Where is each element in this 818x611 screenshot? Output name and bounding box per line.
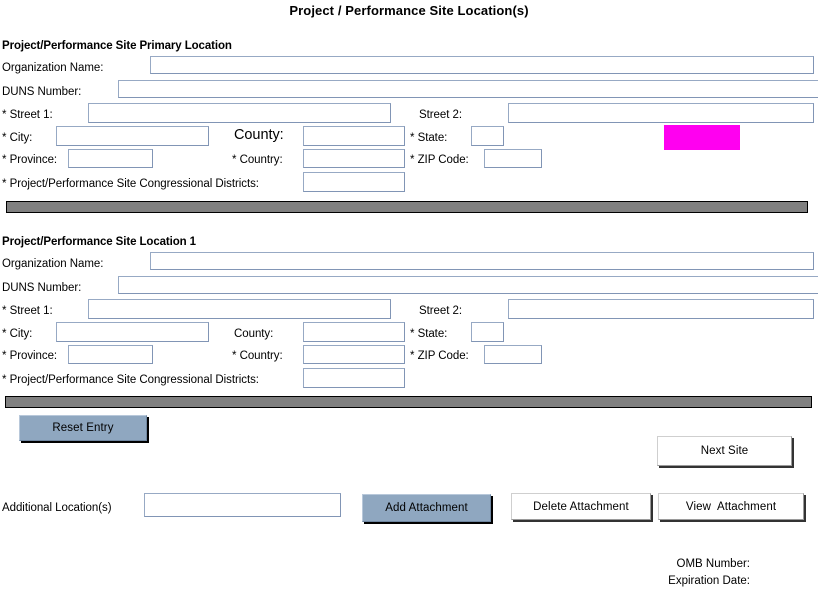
location1-zip-label: * ZIP Code: bbox=[410, 350, 469, 362]
primary-zip-input[interactable] bbox=[484, 149, 542, 168]
location1-state-label: * State: bbox=[410, 328, 448, 340]
location1-street1-input[interactable] bbox=[88, 299, 391, 319]
section-separator-bar-2 bbox=[5, 396, 812, 408]
additional-locations-input[interactable] bbox=[144, 493, 341, 517]
primary-province-input[interactable] bbox=[68, 149, 153, 168]
view-attachment-button[interactable]: View Attachment bbox=[658, 493, 804, 520]
location1-street2-input[interactable] bbox=[508, 299, 814, 319]
location1-city-input[interactable] bbox=[56, 322, 209, 342]
primary-organization-name-label: Organization Name: bbox=[2, 62, 104, 74]
primary-highlight-block bbox=[664, 125, 740, 150]
primary-province-label: * Province: bbox=[2, 154, 58, 166]
location1-state-input[interactable] bbox=[471, 322, 504, 342]
location1-organization-name-input[interactable] bbox=[150, 252, 814, 270]
location1-street1-label: * Street 1: bbox=[2, 305, 53, 317]
primary-country-input[interactable] bbox=[303, 149, 405, 168]
primary-location-heading: Project/Performance Site Primary Locatio… bbox=[2, 40, 232, 52]
primary-duns-number-input[interactable] bbox=[118, 80, 818, 98]
primary-country-label: * Country: bbox=[232, 154, 283, 166]
primary-duns-number-label: DUNS Number: bbox=[2, 86, 82, 98]
location1-organization-name-label: Organization Name: bbox=[2, 258, 104, 270]
primary-street1-input[interactable] bbox=[88, 103, 391, 123]
location1-county-label: County: bbox=[234, 328, 274, 340]
page-title: Project / Performance Site Location(s) bbox=[289, 3, 529, 18]
location1-street2-label: Street 2: bbox=[419, 305, 463, 317]
location1-duns-number-label: DUNS Number: bbox=[2, 282, 82, 294]
primary-congressional-districts-label: * Project/Performance Site Congressional… bbox=[2, 178, 259, 190]
primary-state-label: * State: bbox=[410, 132, 448, 144]
primary-street2-input[interactable] bbox=[508, 103, 814, 123]
primary-street1-label: * Street 1: bbox=[2, 109, 53, 121]
primary-organization-name-input[interactable] bbox=[150, 56, 814, 74]
location1-county-input[interactable] bbox=[303, 322, 405, 342]
next-site-button[interactable]: Next Site bbox=[657, 436, 792, 466]
section-separator-bar-1 bbox=[6, 201, 808, 213]
expiration-date-label: Expiration Date: bbox=[668, 575, 750, 587]
location1-province-label: * Province: bbox=[2, 350, 58, 362]
omb-number-label: OMB Number: bbox=[676, 558, 751, 570]
primary-zip-label: * ZIP Code: bbox=[410, 154, 469, 166]
primary-city-input[interactable] bbox=[56, 126, 209, 146]
location1-duns-number-input[interactable] bbox=[118, 276, 818, 294]
primary-county-input[interactable] bbox=[303, 126, 405, 146]
reset-entry-button[interactable]: Reset Entry bbox=[19, 415, 147, 441]
location1-congressional-districts-label: * Project/Performance Site Congressional… bbox=[2, 374, 259, 386]
delete-attachment-button[interactable]: Delete Attachment bbox=[511, 493, 651, 520]
additional-locations-label: Additional Location(s) bbox=[2, 502, 112, 514]
location1-country-input[interactable] bbox=[303, 345, 405, 364]
location1-province-input[interactable] bbox=[68, 345, 153, 364]
primary-congressional-districts-input[interactable] bbox=[303, 172, 405, 192]
primary-city-label: * City: bbox=[2, 132, 33, 144]
location1-congressional-districts-input[interactable] bbox=[303, 368, 405, 388]
primary-county-label: County: bbox=[234, 127, 284, 143]
primary-state-input[interactable] bbox=[471, 126, 504, 146]
primary-street2-label: Street 2: bbox=[419, 109, 463, 121]
add-attachment-button[interactable]: Add Attachment bbox=[362, 494, 491, 522]
location1-zip-input[interactable] bbox=[484, 345, 542, 364]
location1-city-label: * City: bbox=[2, 328, 33, 340]
location1-heading: Project/Performance Site Location 1 bbox=[2, 236, 196, 248]
location1-country-label: * Country: bbox=[232, 350, 283, 362]
